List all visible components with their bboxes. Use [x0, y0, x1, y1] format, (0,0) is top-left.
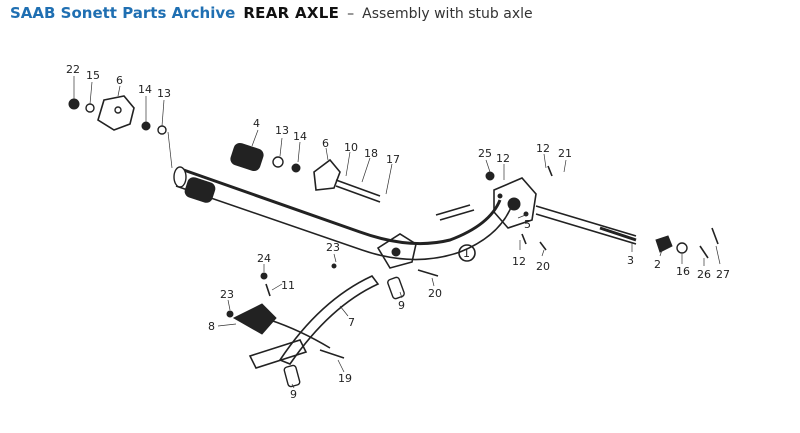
page-header: SAAB Sonett Parts Archive REAR AXLE – As… [10, 4, 533, 26]
callout-21: 21 [558, 147, 572, 160]
callout-2: 2 [654, 258, 661, 271]
callout-7: 7 [348, 316, 355, 329]
callout-14-middle: 14 [293, 130, 307, 143]
callout-15: 15 [86, 69, 100, 82]
section-subtitle: Assembly with stub axle [362, 6, 533, 22]
callout-11: 11 [281, 279, 295, 292]
hub-flange [485, 153, 567, 257]
upper-bracket-hardware [68, 76, 173, 169]
rubber-bushings [184, 129, 301, 203]
callout-23-upper: 23 [326, 241, 340, 254]
callout-20-mount: 20 [428, 287, 442, 300]
callout-6-upper: 6 [116, 74, 123, 87]
callout-13-upper: 13 [157, 87, 171, 100]
callout-14-upper: 14 [138, 83, 152, 96]
site-name[interactable]: SAAB Sonett Parts Archive [10, 4, 236, 22]
callout-13-middle: 13 [275, 124, 289, 137]
title-separator: – [347, 6, 355, 22]
callout-18: 18 [364, 147, 378, 160]
callout-12-hub-upper: 12 [536, 142, 550, 155]
callout-12-hub-lower: 12 [512, 255, 526, 268]
callout-22: 22 [66, 63, 80, 76]
axle-tube [173, 166, 513, 261]
callout-27: 27 [716, 268, 730, 281]
axle-mount-bracket [331, 233, 439, 300]
callout-8: 8 [208, 320, 215, 333]
callout-16: 16 [676, 265, 690, 278]
middle-bracket-bolt [313, 147, 393, 203]
callout-4: 4 [253, 117, 260, 130]
callout-9-upper: 9 [398, 299, 405, 312]
callout-19: 19 [338, 372, 352, 385]
callout-9-lower: 9 [290, 388, 297, 401]
callout-6-middle: 6 [322, 137, 329, 150]
trailing-arm [248, 275, 380, 369]
section-title: REAR AXLE [243, 4, 340, 22]
callout-24: 24 [257, 252, 271, 265]
callout-26: 26 [697, 268, 711, 281]
callout-3: 3 [627, 254, 634, 267]
circled-part-label: 1 [463, 247, 470, 260]
callout-10: 10 [344, 141, 358, 154]
callout-25: 25 [478, 147, 492, 160]
callout-20-hub: 20 [536, 260, 550, 273]
lower-bracket-hardware [217, 264, 345, 389]
stub-axle-hardware [535, 205, 721, 266]
rear-axle-exploded-diagram: 1 22 15 6 14 13 4 13 14 [66, 63, 730, 401]
callout-23-lower: 23 [220, 288, 234, 301]
callout-12-hub-top: 12 [496, 152, 510, 165]
callout-17: 17 [386, 153, 400, 166]
circled-part-marker [458, 244, 476, 262]
callout-5: 5 [524, 218, 531, 231]
